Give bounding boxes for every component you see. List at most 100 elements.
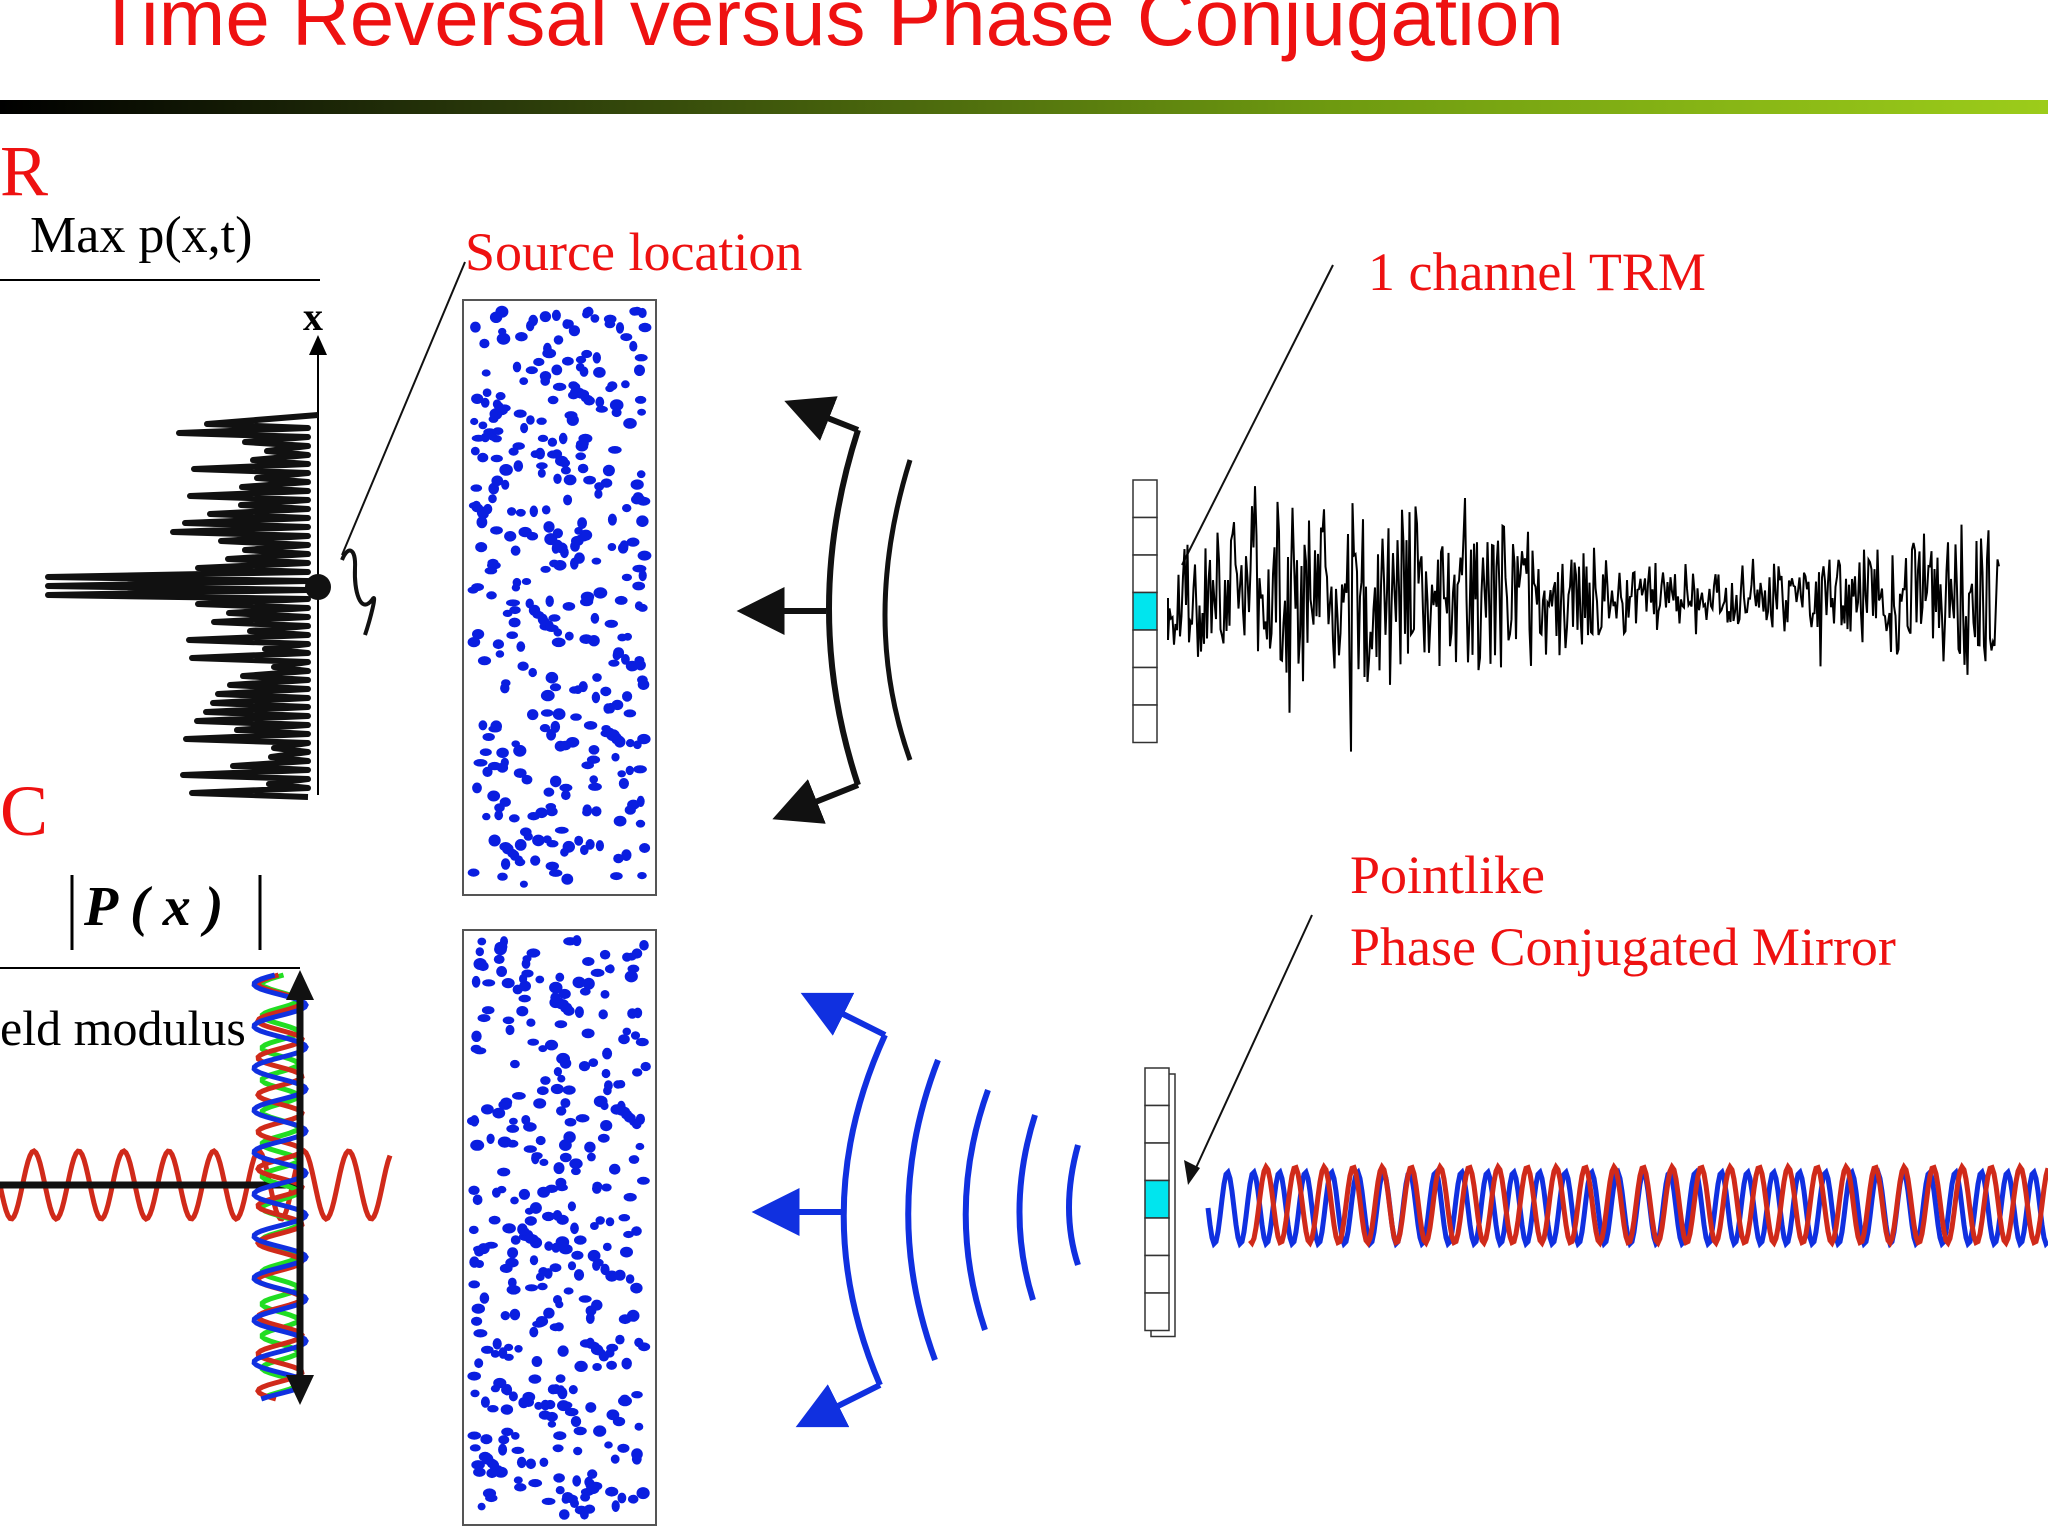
scatterer-dot	[555, 972, 565, 982]
scatterer-dot	[550, 1083, 564, 1095]
scatterer-dot	[468, 1225, 479, 1235]
scatterer-dot	[540, 1399, 551, 1411]
scatterer-dot	[554, 826, 569, 834]
scatterer-dot	[593, 367, 606, 378]
scatterer-dot	[637, 603, 648, 612]
scatterer-dot	[550, 720, 561, 733]
scatterer-dot	[569, 1158, 583, 1169]
pc-mirror-leader-arrowhead	[1184, 1160, 1200, 1185]
scatterer-dot	[490, 720, 503, 733]
scatterer-dot	[591, 557, 602, 565]
active-transducer-element	[1132, 591, 1158, 631]
scatterer-dot	[501, 679, 511, 687]
scatterer-dot	[532, 834, 545, 847]
scatterer-dot	[637, 733, 651, 745]
scatterer-dot	[472, 500, 481, 511]
pc-vertical-wave	[251, 972, 309, 1402]
scatterer-dot	[546, 840, 559, 848]
scatterer-dot	[518, 1397, 529, 1409]
scatterer-dot	[634, 364, 645, 376]
scatterer-dot	[558, 1244, 573, 1255]
scatterer-dot	[608, 659, 620, 667]
scatterer-dot	[520, 422, 529, 434]
scatterer-dot	[575, 452, 586, 461]
scatterer-dot	[632, 1068, 643, 1077]
scatterer-dot	[600, 1263, 610, 1276]
scatterer-dot	[471, 393, 484, 404]
scatterer-dot	[537, 1282, 548, 1291]
scatterer-dot	[586, 1483, 600, 1495]
scatterer-dot	[514, 1345, 523, 1353]
scatterer-dot	[499, 464, 513, 476]
scatterer-dot	[556, 1106, 567, 1116]
scatterer-dot	[617, 770, 626, 778]
scatterer-dot	[638, 322, 652, 333]
scatterer-dot	[558, 432, 568, 445]
scatterer-dot	[471, 975, 481, 988]
scatterer-dot	[486, 1468, 498, 1479]
scatterer-dot	[521, 578, 532, 585]
scatterer-dot	[531, 1356, 543, 1367]
scatterer-dot	[535, 1135, 546, 1146]
scatterer-dot	[609, 1163, 621, 1175]
scatterer-dot	[516, 1006, 529, 1017]
scatterer-dot	[561, 873, 574, 885]
scatterer-dot	[635, 1037, 649, 1047]
scatterer-dot	[578, 1061, 591, 1072]
scatterer-dot	[572, 976, 586, 989]
scatterer-dot	[546, 1411, 558, 1422]
scatterer-dot	[530, 450, 540, 458]
scatterer-dot	[549, 1263, 562, 1273]
scatterer-dot	[488, 494, 497, 504]
scatterer-dot	[513, 744, 527, 757]
scatterer-dot	[472, 1194, 483, 1206]
scatterer-dot	[612, 1416, 626, 1427]
scatterer-dot	[590, 314, 600, 323]
scatterer-dot	[483, 503, 493, 515]
pc-mirror-array	[1144, 1067, 1176, 1338]
scatterer-dot	[638, 1342, 651, 1352]
scatterer-dot	[601, 1068, 611, 1079]
scatterer-dot	[528, 667, 537, 678]
scatterer-dot	[492, 1187, 501, 1198]
scatterer-dot	[559, 1152, 572, 1163]
scatterer-dot	[615, 1334, 625, 1345]
scatterer-dot	[537, 1186, 550, 1198]
scatterer-dot	[566, 414, 579, 426]
scatterer-dot	[580, 844, 589, 856]
scatterer-dot	[510, 1235, 521, 1245]
scatterer-dot	[478, 1451, 492, 1462]
scatterer-dot	[577, 463, 589, 474]
scatterer-dot	[539, 724, 551, 733]
scatterer-dot	[516, 641, 526, 652]
transducer-element	[1132, 516, 1158, 556]
scatterer-dot	[630, 1031, 641, 1040]
scatterer-dot	[501, 978, 515, 989]
scatterer-dot	[488, 432, 498, 441]
scatterer-dot	[508, 1391, 518, 1402]
scatterer-dot	[506, 1124, 520, 1133]
scatterer-dot	[494, 406, 508, 416]
scatterer-dot	[608, 446, 622, 454]
scatterer-dot	[535, 1316, 549, 1327]
scatterer-dot	[500, 1097, 513, 1108]
scatterer-dot	[470, 484, 483, 492]
scatterer-dot	[537, 468, 546, 478]
scatterer-dot	[552, 708, 566, 720]
scatterer-dot	[494, 941, 508, 952]
scatterer-dot	[510, 545, 521, 556]
scatterer-dot	[552, 382, 567, 391]
scatterer-dot	[587, 1469, 598, 1479]
scatterer-dot	[509, 606, 521, 615]
scatterer-dot	[562, 1492, 574, 1502]
scatterer-dot	[588, 1058, 599, 1067]
scatterer-dot	[471, 583, 484, 592]
scatterer-dot	[631, 1226, 642, 1236]
scatterer-dot	[636, 1487, 650, 1500]
scatterer-dot	[504, 1343, 514, 1351]
tr-source-dot	[305, 574, 331, 600]
scatterer-dot	[640, 1061, 651, 1072]
scatterer-dot	[487, 1405, 499, 1413]
scatterer-dot	[623, 1192, 637, 1202]
scatterer-dot	[607, 543, 617, 551]
